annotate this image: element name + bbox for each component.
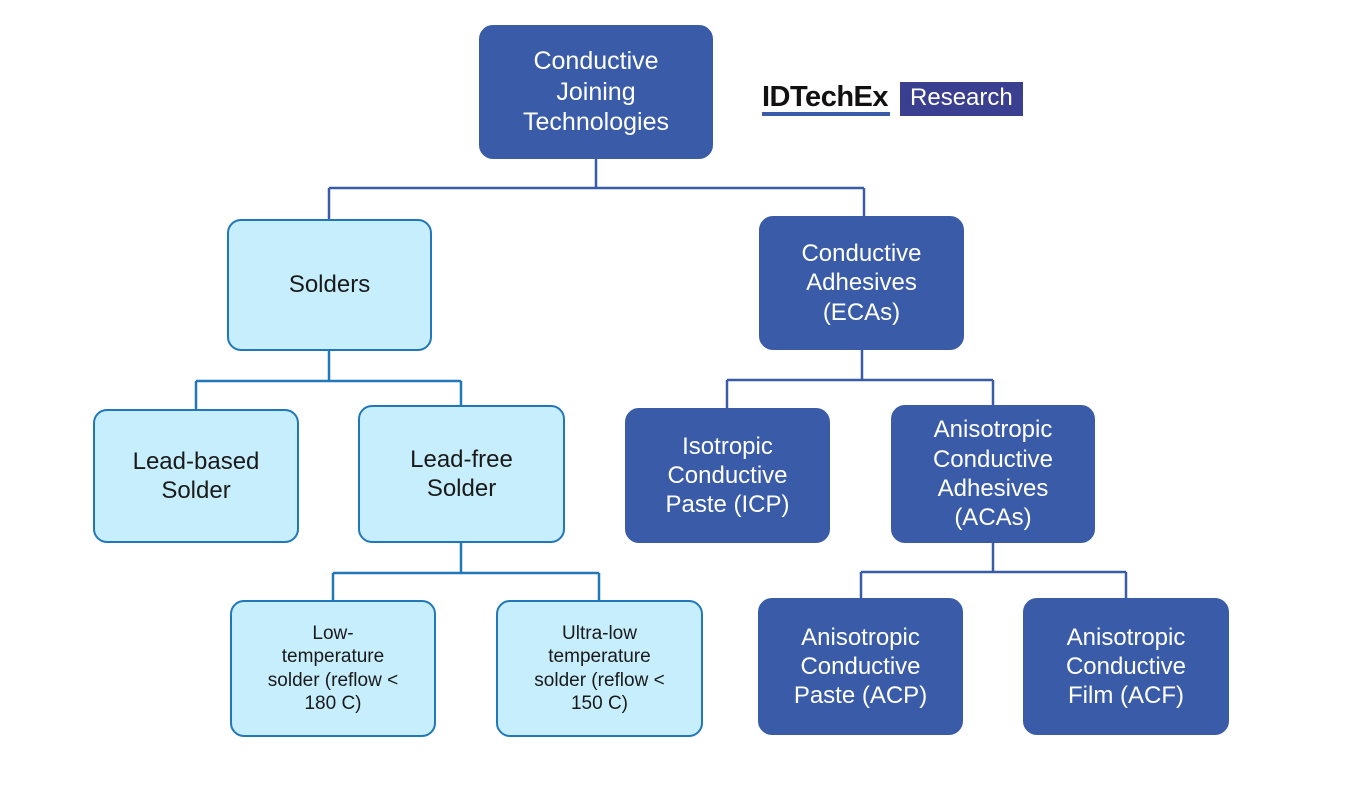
- connector-ecas: [725, 350, 995, 408]
- node-anisotropic-conductive-paste-acp[interactable]: Anisotropic Conductive Paste (ACP): [758, 598, 963, 735]
- node-conductive-adhesives-ecas[interactable]: Conductive Adhesives (ECAs): [759, 216, 964, 350]
- connector-root: [327, 159, 866, 219]
- node-isotropic-conductive-paste-icp[interactable]: Isotropic Conductive Paste (ICP): [625, 408, 830, 543]
- node-ultra-low-temperature-solder[interactable]: Ultra-low temperature solder (reflow < 1…: [496, 600, 703, 737]
- idtechex-logo: IDTechEx Research: [762, 82, 1023, 118]
- connector-lead-free: [331, 543, 601, 600]
- node-lead-based-solder[interactable]: Lead-based Solder: [93, 409, 299, 543]
- logo-wordmark: IDTechEx: [762, 82, 891, 116]
- node-lead-free-solder[interactable]: Lead-free Solder: [358, 405, 565, 543]
- connector-acas: [859, 543, 1128, 598]
- node-anisotropic-conductive-film-acf[interactable]: Anisotropic Conductive Film (ACF): [1023, 598, 1229, 735]
- node-anisotropic-conductive-adhesives-acas[interactable]: Anisotropic Conductive Adhesives (ACAs): [891, 405, 1095, 543]
- node-solders[interactable]: Solders: [227, 219, 432, 351]
- logo-research-badge: Research: [900, 82, 1023, 116]
- node-low-temperature-solder[interactable]: Low- temperature solder (reflow < 180 C): [230, 600, 436, 737]
- node-root[interactable]: Conductive Joining Technologies: [479, 25, 713, 159]
- connector-solders: [194, 351, 463, 409]
